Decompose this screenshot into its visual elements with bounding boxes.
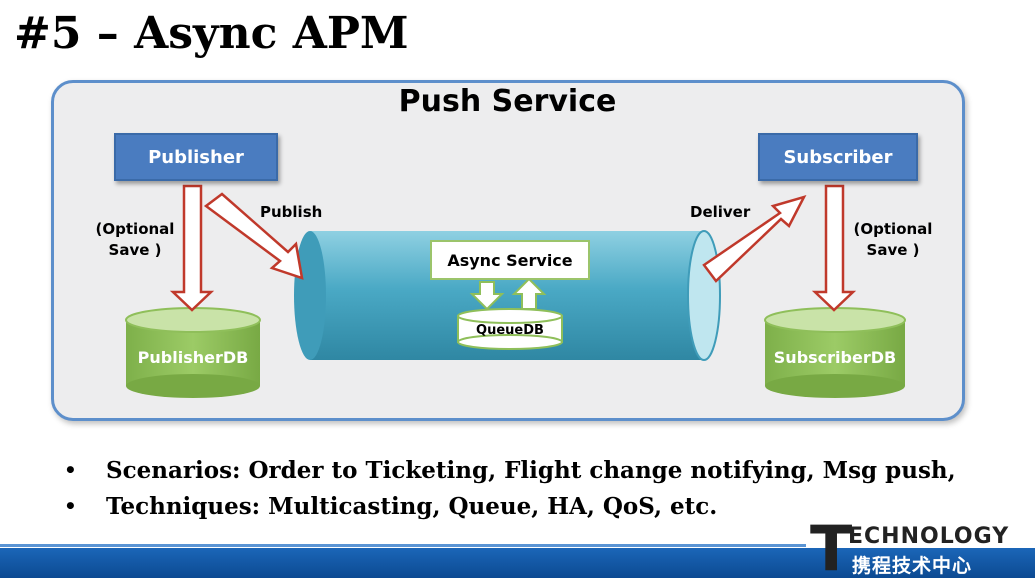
bullet-dot-icon: • [64, 494, 77, 518]
bullet-dot-icon: • [64, 458, 77, 482]
arrow-publisher-save [169, 184, 215, 312]
publish-edge-label: Publish [260, 203, 323, 221]
subscriber-label: Subscriber [783, 146, 893, 168]
subscriber-box: Subscriber [758, 133, 918, 181]
deliver-edge-label: Deliver [690, 203, 751, 221]
logo-chinese-text: 携程技术中心 [852, 555, 973, 577]
bullet-item: • Techniques: Multicasting, Queue, HA, Q… [64, 492, 718, 520]
logo-background [806, 520, 1035, 548]
subscriber-db-cylinder [764, 307, 906, 398]
publisher-db-cylinder [125, 307, 261, 398]
bullet-list: • Scenarios: Order to Ticketing, Flight … [64, 452, 956, 524]
async-service-label: Async Service [447, 250, 573, 270]
arrow-deliver [702, 194, 807, 283]
async-service-box: Async Service [430, 240, 590, 280]
arrow-publish [203, 192, 304, 280]
publisher-db-label: PublisherDB [137, 348, 249, 367]
optional-save-left-label: (Optional Save ) [95, 220, 175, 259]
subscriber-db-label: SubscriberDB [773, 348, 897, 367]
queue-db-cylinder [457, 308, 563, 350]
slide-title: #5 – Async APM [14, 8, 409, 59]
bullet-item: • Scenarios: Order to Ticketing, Flight … [64, 456, 956, 484]
publisher-box: Publisher [114, 133, 278, 181]
optional-save-right-label: (Optional Save ) [853, 220, 933, 259]
logo-word: ECHNOLOGY [848, 524, 1010, 549]
push-service-title: Push Service [398, 84, 617, 119]
logo-letter: T [810, 512, 853, 585]
footer-bar [0, 544, 1035, 578]
arrow-subscriber-save [811, 184, 857, 312]
queue-green-arrows [469, 277, 547, 311]
queue-db-label: QueueDB [476, 323, 544, 338]
publisher-label: Publisher [148, 146, 244, 168]
